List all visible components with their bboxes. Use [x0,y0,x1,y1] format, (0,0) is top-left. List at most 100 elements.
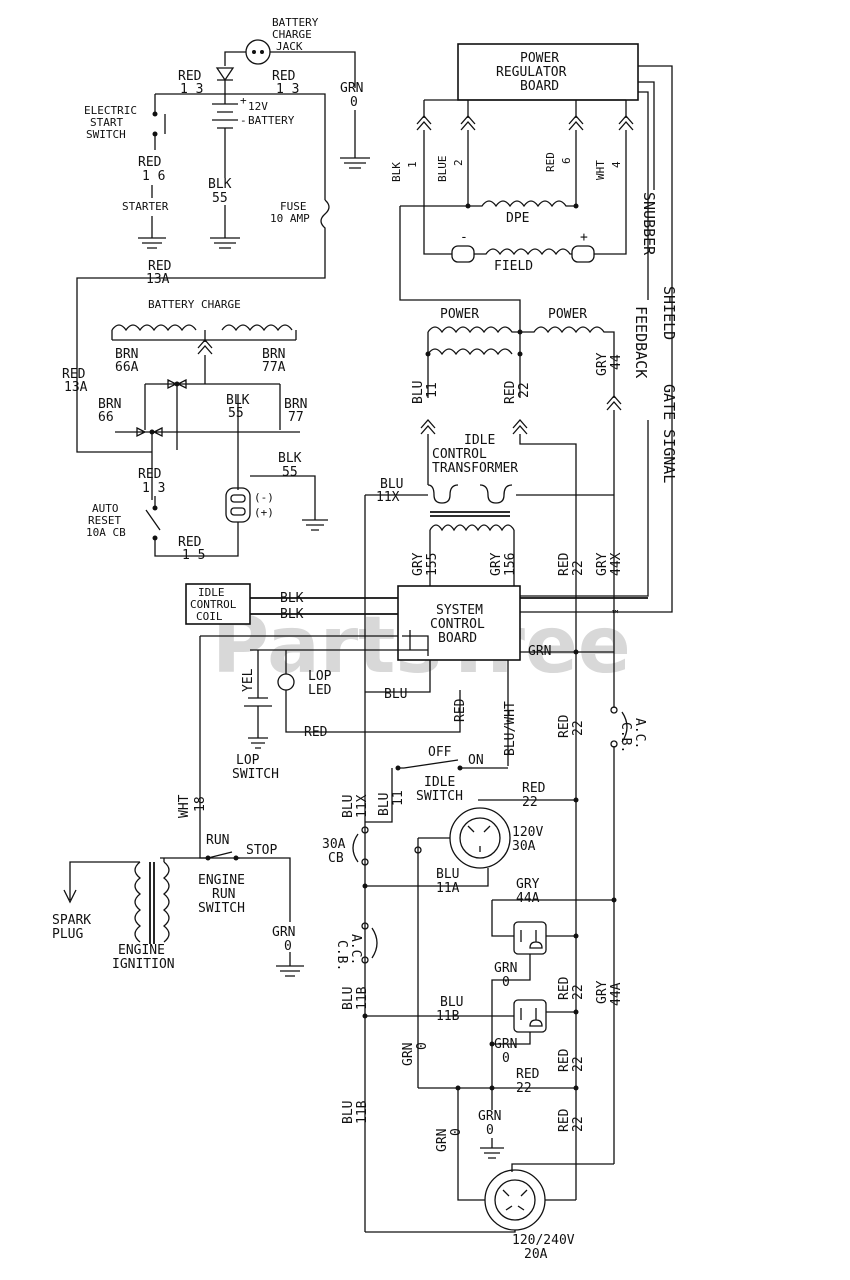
wire-label: 22 [571,984,586,1000]
wire-label: RED [516,1067,540,1082]
wire-label: 1 3 [180,82,203,97]
wire-label: BLU [377,793,392,816]
wire-label: 77A [262,360,286,375]
receptacle-label: 30A [512,839,536,854]
wire-label: RED [138,155,162,170]
cb-label: RESET [88,514,121,527]
wire-label: BRN [284,397,307,412]
jack-label: JACK [276,40,303,53]
outputs-section: WHT 18 OFF ON IDLE SWITCH BLU 11X BLU 11… [177,635,624,1262]
wire-label: GRY [411,552,426,576]
wire-label: 22 [517,382,532,398]
wire-label: 13A [146,272,170,287]
jack-label: CHARGE [272,28,312,41]
lop-switch-label: SWITCH [232,767,279,782]
battery-terminals [225,487,251,523]
wire-label: BLK [280,607,304,622]
receptacle-label: 20A [524,1247,548,1262]
wire-label: 11 [425,382,440,398]
coil-label: COIL [196,610,223,623]
wire-label: WHT [594,160,607,180]
battery-charge-section: BATTERY CHARGE BRN 66A BRN 77A RED 13A B… [62,298,328,563]
wire-label: RED [178,69,202,84]
wire-label: 22 [571,1056,586,1072]
wire-label: 0 [502,1051,510,1066]
svg-text:+: + [580,230,588,245]
wire-label: 0 [449,1128,464,1136]
cb-label: AUTO [92,502,119,515]
transformer-label: IDLE [464,433,495,448]
gate-signal-label: GATE SIGNAL [660,384,678,483]
switch-label: START [90,116,123,129]
wire-label: RED [557,1048,572,1072]
svg-text:+: + [240,94,247,107]
wire-label: BLK [278,451,302,466]
wire-label: GRN [494,961,517,976]
wire-label: 1 [406,161,419,168]
wire-label: GRY [489,552,504,576]
wire-label: 11 [391,790,406,806]
wire-label: RED [557,1108,572,1132]
wire-label: 0 [502,975,510,990]
engine-run-switch-label: ENGINE [198,873,245,888]
wire-label: GRN [494,1037,517,1052]
wire-label: RED [453,698,468,722]
wire-label: BRN [262,347,285,362]
wire-label: BLK [280,591,304,606]
wire-label: 11A [436,881,460,896]
receptacle-label: 120V [512,825,543,840]
wire-label: 44X [609,552,624,576]
wire-label: 4 [610,161,623,168]
wire-label: GRY [595,552,610,576]
wire-label: RED [62,367,86,382]
engine-run-switch-label: RUN [212,887,235,902]
wire-label: 1 3 [142,481,165,496]
control-section: IDLE CONTROL COIL BLK BLK SYSTEM CONTROL… [185,495,648,1232]
idle-switch-label: SWITCH [416,789,463,804]
wire-label: GRN [528,644,551,659]
cb-label: 30A [322,837,346,852]
wire-label: 44A [516,891,540,906]
wire-label: BRN [98,397,121,412]
wire-label: BLU [384,687,407,702]
wire-label: BLU [440,995,463,1010]
engine-run-switch-label: SWITCH [198,901,245,916]
switch-state-off: OFF [428,745,452,760]
cb-label: 10A CB [86,526,126,539]
wire-label: BLK [208,177,232,192]
transformer-label: TRANSFORMER [432,461,518,476]
wire-label: 55 [228,406,244,421]
wire-label: YEL [241,668,256,692]
wire-label: GRY [595,980,610,1004]
coil-label: CONTROL [190,598,237,611]
wire-label: BRN [115,347,138,362]
wire-label: BLU/WHT [503,701,518,756]
ignition-section: RUN STOP ENGINE RUN SWITCH GRN 0 SPARK P… [52,833,304,977]
transformer-label: CONTROL [432,447,487,462]
wire-label: 0 [350,95,358,110]
cb-label: CB [328,851,344,866]
wire-label: GRN [272,925,295,940]
receptacle-120v-30a [449,807,511,869]
starter-label: STARTER [122,200,169,213]
wire-label: 22 [571,720,586,736]
board-title: REGULATOR [496,65,567,80]
coil-label: IDLE [198,586,225,599]
charge-jack [245,39,271,65]
wire-label: RED [178,535,202,550]
wire-label: 66 [98,410,114,425]
wire-label: 1 3 [276,82,299,97]
wire-label: RED [557,714,572,738]
charge-title: BATTERY CHARGE [148,298,241,311]
wire-label: 66A [115,360,139,375]
engine-ignition-label: IGNITION [112,957,175,972]
wire-label: BLU [341,795,356,818]
wire-label: 22 [522,795,538,810]
switch-state-on: ON [468,753,484,768]
wire-label: BLUE [436,156,449,183]
wire-label: BLU [341,1101,356,1124]
wire-label: 11B [355,986,370,1010]
watermark-tm: ™ [612,608,619,621]
jack-label: BATTERY [272,16,319,29]
